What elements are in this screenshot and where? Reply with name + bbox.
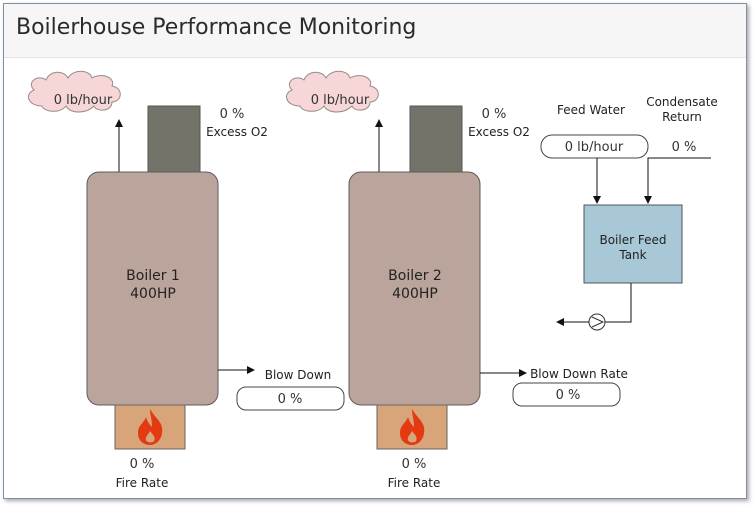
feed-water-value: 0 lb/hour <box>565 140 624 155</box>
pump-icon <box>588 313 606 331</box>
boiler-2-fire-rate-label: Fire Rate <box>388 476 441 490</box>
panel-header: Boilerhouse Performance Monitoring <box>4 4 746 58</box>
feed-tank-group: Feed Water Condensate Return 0 lb/hour 0… <box>540 95 718 331</box>
boiler-1-steam-flow: 0 lb/hour <box>54 93 113 108</box>
boiler-2-group: 0 lb/hour 0 % Excess O2 Boiler 2 400HP B… <box>285 70 628 490</box>
condensate-label-line1: Condensate <box>646 95 718 109</box>
tank-label-line1: Boiler Feed <box>599 233 666 247</box>
boiler-2-blow-down-value: 0 % <box>556 388 581 403</box>
condensate-value: 0 % <box>672 140 697 155</box>
boiler-1-stack <box>147 105 201 173</box>
boiler-1-blow-down-box <box>236 386 345 411</box>
boiler-1-blow-down-value: 0 % <box>278 392 303 407</box>
boiler-2-name: Boiler 2 <box>388 268 442 284</box>
feed-water-label: Feed Water <box>557 103 625 117</box>
boiler-feed-tank[interactable] <box>583 204 683 284</box>
steam-cloud-icon <box>285 70 379 113</box>
boiler-2-steam-flow: 0 lb/hour <box>311 93 370 108</box>
boiler-1-fire-rate-value: 0 % <box>130 457 155 472</box>
steam-cloud-icon <box>27 70 121 113</box>
boiler-1-name: Boiler 1 <box>126 268 180 284</box>
boiler-2-rating: 400HP <box>392 286 438 302</box>
condensate-arrow <box>644 157 711 204</box>
boiler-2-excess-o2-value: 0 % <box>482 107 507 122</box>
boiler-1-excess-o2-label: Excess O2 <box>206 125 268 139</box>
boiler-1-blow-down-label: Blow Down <box>265 368 332 382</box>
tank-outflow-line <box>605 283 632 323</box>
boiler-2-blow-down-label: Blow Down Rate <box>530 367 628 381</box>
boiler-1-fire-rate-label: Fire Rate <box>116 476 169 490</box>
boiler-2-fire-rate-value: 0 % <box>402 457 427 472</box>
boiler-1-group: 0 lb/hour 0 % Excess O2 Boiler 1 400HP B… <box>27 70 345 490</box>
condensate-label-line2: Return <box>662 110 702 124</box>
boiler-1-rating: 400HP <box>130 286 176 302</box>
flame-icon <box>138 409 163 445</box>
boiler-2-excess-o2-label: Excess O2 <box>468 125 530 139</box>
feed-water-box <box>540 134 649 159</box>
flame-icon <box>400 409 425 445</box>
boiler-1-excess-o2-value: 0 % <box>220 107 245 122</box>
boilerhouse-panel: Boilerhouse Performance Monitoring 0 lb/… <box>3 3 747 499</box>
page-title: Boilerhouse Performance Monitoring <box>16 15 417 40</box>
tank-label-line2: Tank <box>618 248 646 262</box>
boiler-2-stack <box>409 105 463 173</box>
boiler-2-blow-down-box <box>512 382 621 407</box>
process-diagram: 0 lb/hour 0 % Excess O2 Boiler 1 400HP B… <box>27 70 718 490</box>
